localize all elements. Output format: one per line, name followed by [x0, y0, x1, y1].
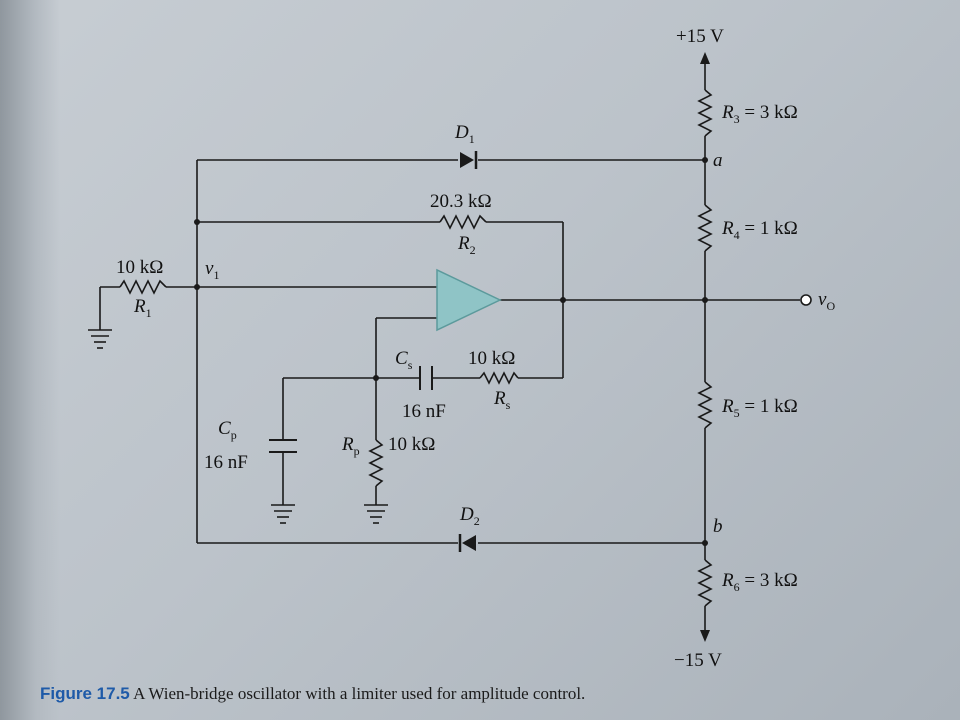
page-fold-shadow [0, 0, 60, 720]
junction-dots [194, 157, 708, 546]
arrow-down-icon [700, 630, 710, 642]
figure-caption-text: A Wien-bridge oscillator with a limiter … [133, 684, 586, 703]
r2-name-label: R2 [457, 233, 476, 257]
d2-label: D2 [459, 504, 480, 528]
vo-terminal [800, 294, 812, 306]
r3-label: R3 = 3 kΩ [721, 102, 798, 126]
d2-diode-icon [458, 534, 476, 552]
junction-feedback [560, 297, 566, 303]
figure-caption: Figure 17.5 A Wien-bridge oscillator wit… [40, 684, 585, 704]
supply-pos-label: +15 V [676, 26, 724, 47]
arrow-up-icon [700, 52, 710, 64]
r2-resistor [439, 214, 487, 230]
junction-vo-rail [702, 297, 708, 303]
r5-resistor [697, 381, 713, 429]
r1-name-label: R1 [133, 296, 152, 320]
op-amp-triangle [436, 268, 502, 332]
junction-r2-left [194, 219, 200, 225]
rp-resistor [368, 439, 384, 487]
r5-label: R5 = 1 kΩ [721, 396, 798, 420]
junction-cs [373, 375, 379, 381]
ground-symbol-cp [271, 504, 295, 524]
d1-label: D1 [454, 122, 475, 146]
r6-resistor [697, 559, 713, 607]
junction-v1 [194, 284, 200, 290]
cp-capacitor [269, 439, 297, 453]
r6-label: R6 = 3 kΩ [721, 570, 798, 594]
figure-number: Figure 17.5 [40, 684, 130, 703]
junction-a [702, 157, 708, 163]
r1-resistor [119, 279, 167, 295]
r2-value-label: 20.3 kΩ [430, 191, 492, 212]
ground-symbol-rp [364, 504, 388, 524]
rp-value-label: 10 kΩ [388, 434, 435, 455]
rp-name-label: Rp [341, 434, 360, 458]
rs-resistor [479, 371, 519, 385]
r1-value-label: 10 kΩ [116, 257, 163, 278]
supply-neg-label: −15 V [674, 650, 722, 671]
cs-capacitor [419, 366, 433, 390]
rs-value-label: 10 kΩ [468, 348, 515, 369]
r4-resistor [697, 204, 713, 252]
ground-symbol-r1 [88, 329, 112, 349]
cp-name-label: Cp [218, 418, 237, 442]
r4-label: R4 = 1 kΩ [721, 218, 798, 242]
node-b-label: b [713, 516, 723, 537]
cs-name-label: Cs [395, 348, 413, 372]
vo-label: vO [818, 289, 835, 313]
v1-label: v1 [205, 258, 219, 282]
rs-name-label: Rs [493, 388, 511, 412]
node-a-label: a [713, 150, 723, 171]
junction-b [702, 540, 708, 546]
d1-diode-icon [460, 151, 478, 169]
cs-value-label: 16 nF [402, 401, 446, 422]
cp-value-label: 16 nF [204, 452, 248, 473]
r3-resistor [697, 89, 713, 137]
